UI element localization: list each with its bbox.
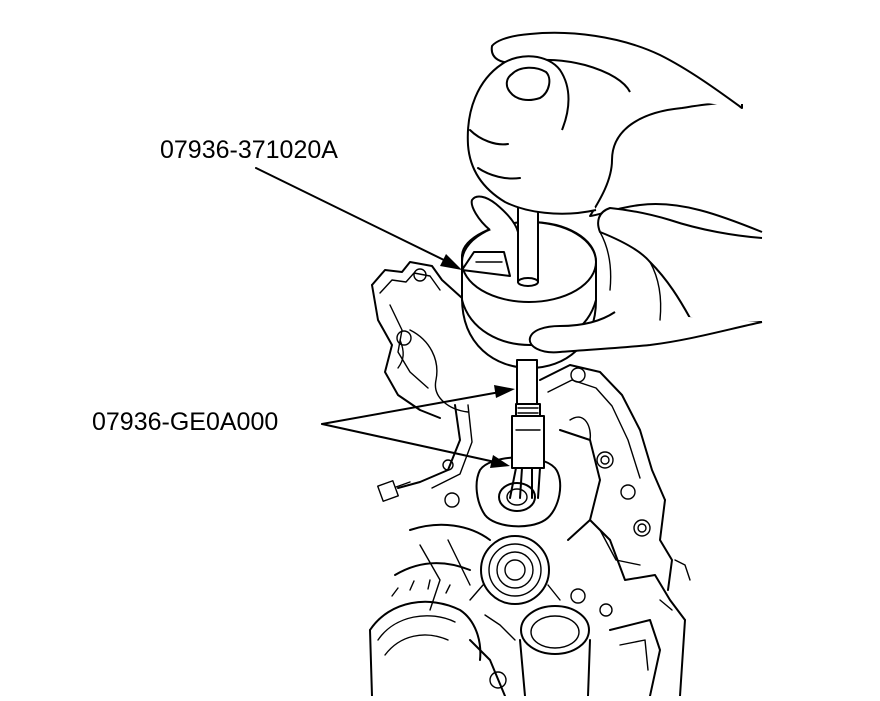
arrowhead-lower-b: [490, 455, 510, 468]
hand: [466, 31, 763, 354]
tool-number-label-upper: 07936-371020A: [160, 136, 338, 164]
callout-leaders: [255, 167, 515, 468]
arrowhead-lower-a: [494, 385, 515, 398]
arrowhead-upper: [440, 254, 462, 270]
transmission-housing: [369, 261, 691, 697]
tool-number-label-lower: 07936-GE0A000: [92, 408, 279, 436]
slide-hammer-shaft: [509, 189, 545, 499]
